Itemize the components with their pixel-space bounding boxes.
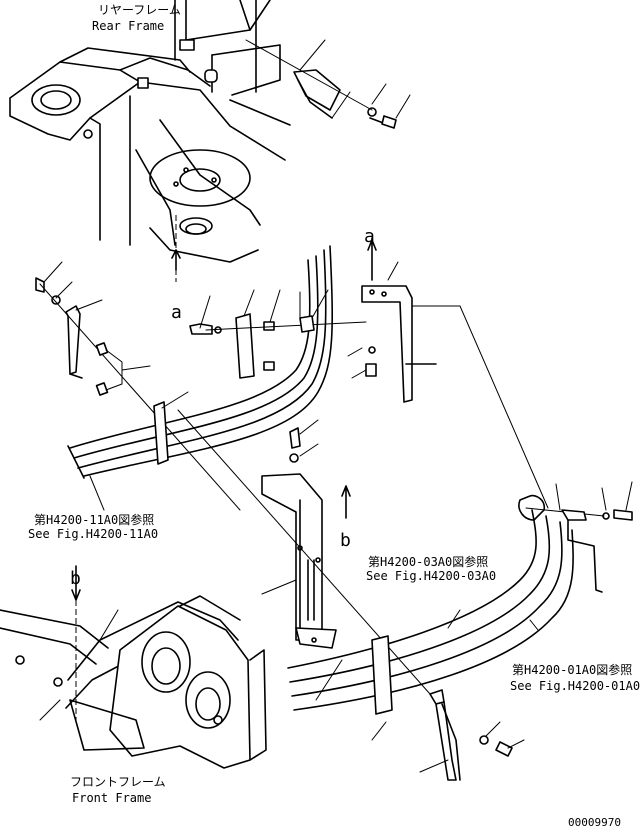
hose-bundle-main [287,481,633,741]
right-bracket-a: a [347,226,549,509]
ref-01a0-en-label: See Fig.H4200-01A0 [510,679,640,693]
front-frame-en-label: Front Frame [72,791,151,805]
ref-11a0-jp-label: 第H4200-11A0図参照 [34,512,154,527]
rear-frame-en-label: Rear Frame [92,19,164,33]
mid-bracket [189,289,367,379]
marker-b-label-right: b [340,530,351,551]
left-clamp-group [35,261,241,511]
rear-frame [9,0,291,263]
marker-a-label-left: a [171,302,182,323]
marker-a-label-right: a [364,226,375,247]
center-bracket-b: b [177,409,431,701]
rear-hose-clamp [245,39,411,129]
marker-b-label-left: b [70,568,81,589]
front-frame-jp-label: フロントフレーム [70,775,166,789]
rear-frame-jp-label: リヤーフレーム [98,3,181,17]
ref-03a0-jp-label: 第H4200-03A0図参照 [368,554,488,569]
front-frame: b [0,565,267,769]
bottom-clamp [419,689,525,781]
hose-bundle-left [67,245,334,511]
labels: リヤーフレーム Rear Frame 第H4200-11A0図参照 See Fi… [28,3,640,829]
drawing-number: 00009970 [568,816,621,829]
ref-01a0-jp-label: 第H4200-01A0図参照 [512,662,632,677]
ref-03a0-en-label: See Fig.H4200-03A0 [366,569,496,583]
ref-11a0-en-label: See Fig.H4200-11A0 [28,527,158,541]
marker-a-arrow-left: a [171,215,182,323]
